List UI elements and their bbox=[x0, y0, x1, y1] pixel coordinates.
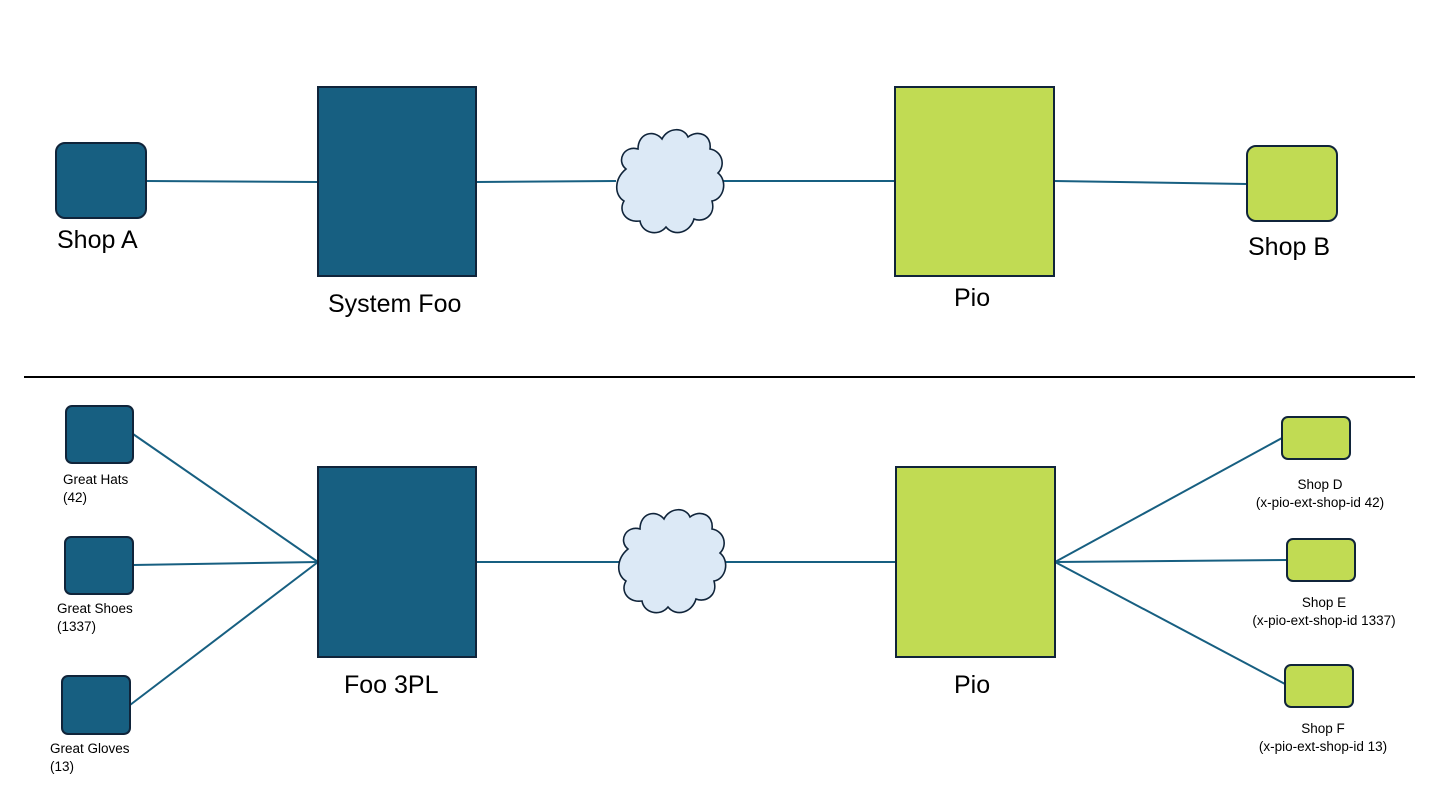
edge-hats-3pl bbox=[132, 433, 319, 563]
shop-d-name: Shop D bbox=[1297, 477, 1343, 492]
shop-e-label: Shop E (x-pio-ext-shop-id 1337) bbox=[1234, 594, 1414, 630]
edge-shoes-3pl bbox=[132, 561, 319, 566]
edge-gloves-3pl bbox=[129, 561, 319, 706]
great-hats-name: Great Hats bbox=[63, 472, 129, 487]
edge-pio-shopf bbox=[1054, 561, 1286, 685]
network-cloud-icon bbox=[615, 128, 725, 234]
pio-label-top: Pio bbox=[954, 284, 991, 312]
foo-3pl-label: Foo 3PL bbox=[344, 671, 439, 699]
shop-f-label: Shop F (x-pio-ext-shop-id 13) bbox=[1243, 720, 1403, 756]
shop-f-name: Shop F bbox=[1301, 721, 1345, 736]
great-gloves-label: Great Gloves (13) bbox=[50, 740, 130, 776]
great-gloves-name: Great Gloves bbox=[50, 741, 130, 756]
shop-d-id: (x-pio-ext-shop-id 42) bbox=[1255, 495, 1385, 510]
great-shoes-label: Great Shoes (1337) bbox=[57, 600, 133, 636]
great-gloves-node bbox=[61, 675, 131, 735]
great-hats-id: (42) bbox=[63, 490, 88, 505]
great-shoes-node bbox=[64, 536, 134, 595]
pio-label-bottom: Pio bbox=[954, 671, 991, 699]
edge-pio-shopd bbox=[1054, 437, 1283, 563]
edge-pio-shopb bbox=[1053, 180, 1248, 185]
shop-a-node bbox=[55, 142, 147, 219]
shop-e-id: (x-pio-ext-shop-id 1337) bbox=[1252, 613, 1396, 628]
great-hats-node bbox=[65, 405, 134, 464]
pio-node-bottom bbox=[895, 466, 1056, 658]
great-gloves-id: (13) bbox=[50, 759, 75, 774]
shop-d-label: Shop D (x-pio-ext-shop-id 42) bbox=[1240, 476, 1400, 512]
shop-e-name: Shop E bbox=[1301, 595, 1347, 610]
shop-e-node bbox=[1286, 538, 1356, 582]
system-foo-label: System Foo bbox=[328, 290, 462, 318]
great-hats-label: Great Hats (42) bbox=[63, 471, 128, 507]
edge-system-cloud bbox=[475, 180, 617, 183]
great-shoes-name: Great Shoes bbox=[57, 601, 133, 616]
edge-shopa-system bbox=[145, 180, 319, 183]
system-foo-node bbox=[317, 86, 477, 277]
pio-node-top bbox=[894, 86, 1055, 277]
great-shoes-id: (1337) bbox=[57, 619, 97, 634]
shop-b-node bbox=[1246, 145, 1338, 222]
shop-d-node bbox=[1281, 416, 1351, 460]
shop-f-id: (x-pio-ext-shop-id 13) bbox=[1258, 739, 1388, 754]
shop-f-node bbox=[1284, 664, 1354, 708]
foo-3pl-node bbox=[317, 466, 477, 658]
shop-a-label: Shop A bbox=[57, 226, 138, 254]
network-cloud-icon-bottom bbox=[617, 508, 727, 614]
shop-b-label: Shop B bbox=[1248, 233, 1331, 261]
edge-pio-shope bbox=[1054, 559, 1288, 563]
